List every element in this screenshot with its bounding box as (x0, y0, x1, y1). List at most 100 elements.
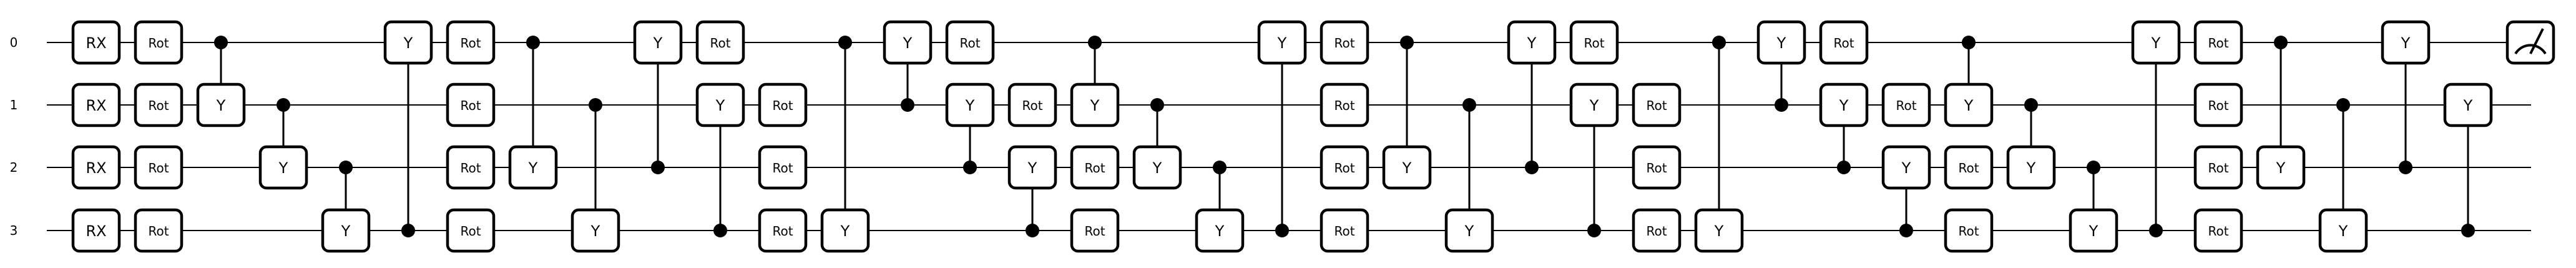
rot-gate-box (1070, 208, 1120, 253)
rot-gate-box (1320, 82, 1369, 127)
rot-gate-label: Rot (460, 224, 481, 239)
y-gate: Y (383, 20, 433, 65)
rot-gate-label: Rot (1084, 161, 1105, 176)
rot-gate: Rot (1632, 82, 1682, 127)
control-dot (401, 224, 415, 237)
y-gate: Y (2443, 82, 2493, 127)
rot-gate-box (695, 20, 745, 65)
y-gate-box (2381, 20, 2431, 65)
rx-gate-box (71, 20, 121, 65)
control-connectors (220, 42, 2469, 231)
control-dot (1150, 98, 1164, 112)
y-gate-box (571, 208, 620, 253)
y-gate-label: Y (2276, 159, 2286, 177)
y-gate-label: Y (1964, 97, 1974, 114)
y-gate-label: Y (1464, 222, 1474, 240)
rot-gate-label: Rot (1646, 161, 1667, 176)
y-gate: Y (196, 82, 246, 127)
rot-gate-label: Rot (1334, 161, 1354, 176)
rot-gate: Rot (1944, 208, 1994, 253)
rot-gate-label: Rot (460, 98, 481, 113)
y-gate-box (1195, 208, 1245, 253)
rot-gate-label: Rot (460, 36, 481, 51)
rot-gate-label: Rot (148, 36, 169, 51)
y-gate: Y (1569, 82, 1619, 127)
control-dot (2087, 161, 2100, 174)
y-gate-box (1819, 82, 1869, 127)
y-gate-label: Y (1402, 159, 1412, 177)
measure-box (2505, 20, 2555, 65)
y-gate-box (1007, 145, 1057, 190)
y-gate: Y (1881, 145, 1931, 190)
y-gate: Y (571, 208, 620, 253)
rx-gate-label: RX (86, 159, 106, 177)
y-gate-box (1444, 208, 1494, 253)
y-gate: Y (2069, 208, 2118, 253)
y-gate-label: Y (2338, 222, 2348, 240)
y-gate: Y (1382, 145, 1432, 190)
rot-gate-label: Rot (148, 224, 169, 239)
rot-gate-box (2193, 82, 2243, 127)
rot-gate-box (1320, 145, 1369, 190)
rx-gate-label: RX (86, 97, 106, 114)
rot-gate: Rot (1070, 208, 1120, 253)
rot-gate-box (1070, 145, 1120, 190)
rot-gate-label: Rot (1334, 98, 1354, 113)
rot-gate-label: Rot (2208, 161, 2228, 176)
rot-gate: Rot (2193, 208, 2243, 253)
rot-gate-label: Rot (772, 161, 793, 176)
rot-gate: Rot (446, 82, 496, 127)
rot-gate-label: Rot (1646, 98, 1667, 113)
y-gate-label: Y (2151, 34, 2161, 52)
y-gate: Y (2131, 20, 2181, 65)
rot-gate-label: Rot (1958, 161, 1979, 176)
control-dot (1837, 161, 1851, 174)
rot-gate-box (446, 20, 496, 65)
y-gate: Y (2006, 145, 2056, 190)
y-gate: Y (1195, 208, 1245, 253)
y-gate-box (258, 145, 308, 190)
rot-gate: Rot (2193, 20, 2243, 65)
rx-gate: RX (71, 208, 121, 253)
y-gate: Y (633, 20, 683, 65)
meter-needle (2529, 28, 2544, 54)
control-dot (1775, 98, 1788, 112)
wire-label-0: 0 (10, 35, 18, 50)
rot-gate-box (758, 145, 808, 190)
y-gate-box (1756, 20, 1806, 65)
y-gate: Y (945, 82, 995, 127)
rot-gate: Rot (1881, 82, 1931, 127)
wires (47, 42, 2531, 231)
rot-gate: Rot (1944, 145, 1994, 190)
rx-gate-label: RX (86, 222, 106, 240)
y-gate-label: Y (278, 159, 288, 177)
y-gate: Y (2381, 20, 2431, 65)
rot-gate: Rot (1632, 208, 1682, 253)
rot-gate: Rot (695, 20, 745, 65)
y-gate-box (820, 208, 870, 253)
control-dot (2399, 161, 2412, 174)
control-dot (1275, 224, 1289, 237)
y-gate: Y (1944, 82, 1994, 127)
rot-gate-box (1569, 20, 1619, 65)
control-dot (1026, 224, 1039, 237)
rot-gate-box (1944, 145, 1994, 190)
control-dot (1462, 98, 1476, 112)
y-gate: Y (1694, 208, 1744, 253)
measure-meter-icon (2505, 20, 2555, 65)
y-gate-label: Y (715, 97, 725, 114)
y-gate-label: Y (216, 97, 226, 114)
control-dot (838, 36, 852, 49)
y-gate-box (1070, 82, 1120, 127)
y-gate: Y (1507, 20, 1557, 65)
control-dot (277, 98, 290, 112)
y-gate: Y (1132, 145, 1182, 190)
y-gate-label: Y (1152, 159, 1162, 177)
control-dot (1525, 161, 1539, 174)
rot-gate-label: Rot (2208, 36, 2228, 51)
rot-gate: Rot (945, 20, 995, 65)
rot-gate-box (758, 208, 808, 253)
y-gate-box (321, 208, 371, 253)
y-gate-box (196, 82, 246, 127)
rot-gate-box (446, 208, 496, 253)
